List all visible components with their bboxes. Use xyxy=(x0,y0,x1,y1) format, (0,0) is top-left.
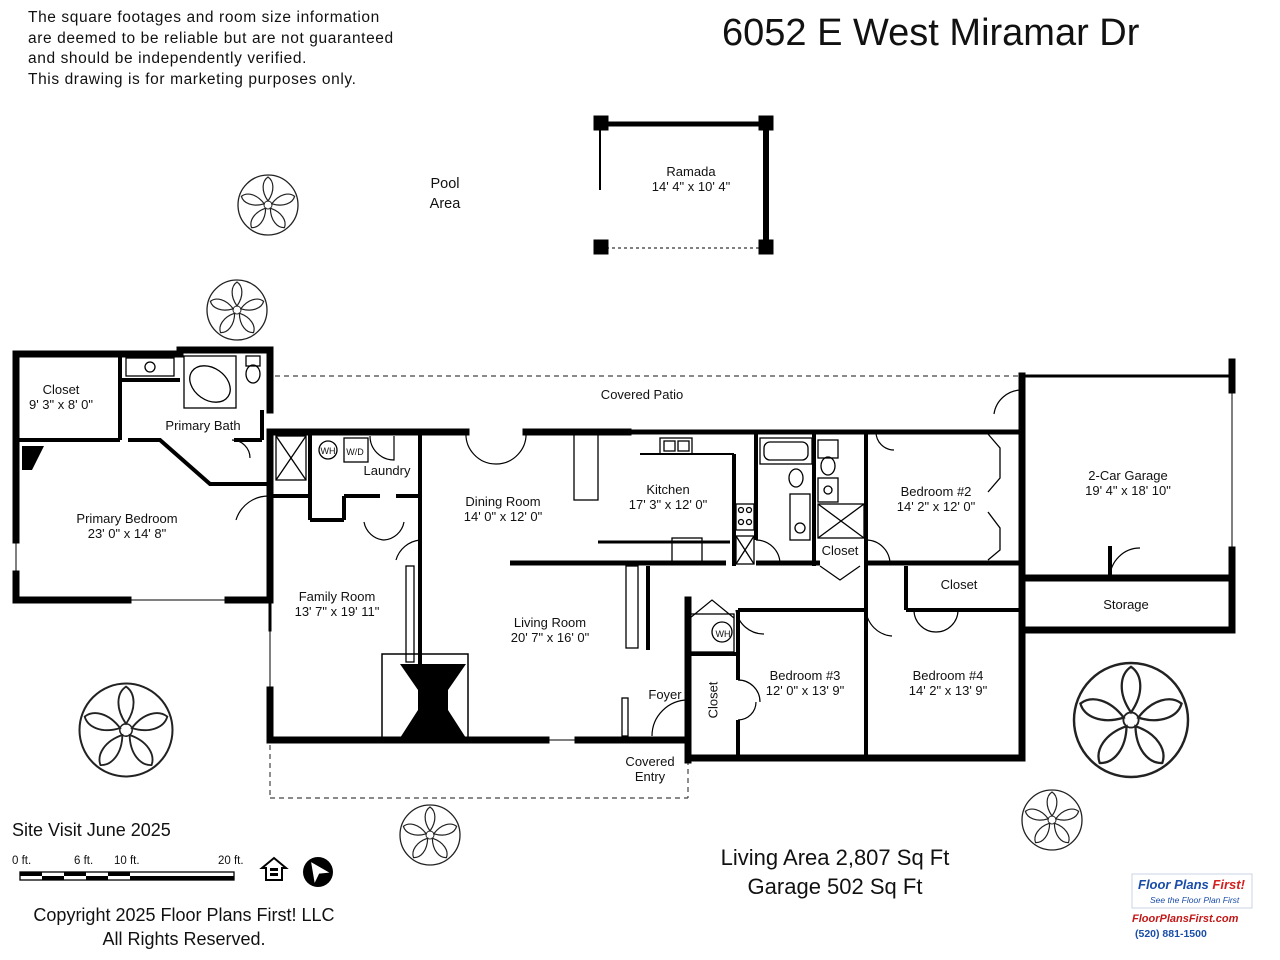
room-label-primary-bath: Primary Bath xyxy=(165,418,241,433)
scale-bar xyxy=(19,871,235,881)
room-label-laundry: Laundry xyxy=(363,463,411,478)
brand-url: FloorPlansFirst.com xyxy=(1132,913,1239,925)
scale-label: 20 ft. xyxy=(218,855,244,867)
label-washer-dryer: W/D xyxy=(346,447,364,457)
ramada xyxy=(593,115,774,255)
disclaimer-line: are deemed to be reliable but are not gu… xyxy=(28,29,394,47)
walls xyxy=(12,346,1236,764)
garage-area: Garage 502 Sq Ft xyxy=(747,874,923,899)
copyright: Copyright 2025 Floor Plans First! LLC Al… xyxy=(33,905,335,949)
scale-label: 6 ft. xyxy=(74,855,94,867)
door-swings xyxy=(231,389,1141,737)
area-summary: Living Area 2,807 Sq Ft Garage 502 Sq Ft xyxy=(710,843,960,901)
scale-label: 10 ft. xyxy=(114,855,140,867)
brand-logo: Floor Plans First! xyxy=(1138,877,1245,892)
tree-icon xyxy=(1021,789,1083,851)
tree-icon xyxy=(399,804,461,866)
disclaimer-line: and should be independently verified. xyxy=(28,50,308,67)
fireplace xyxy=(381,431,639,741)
room-label-closet-bedroom-4: Closet xyxy=(940,577,978,592)
property-address: 6052 E West Miramar Dr xyxy=(722,12,1140,54)
windows xyxy=(15,375,1233,741)
north-arrow-icon xyxy=(303,857,333,887)
room-label-storage: Storage xyxy=(1103,597,1149,612)
site-visit-date: Site Visit June 2025 xyxy=(12,820,171,840)
living-area: Living Area 2,807 Sq Ft xyxy=(720,845,950,870)
room-label-covered-patio: Covered Patio xyxy=(600,387,684,402)
disclaimer-line: This drawing is for marketing purposes o… xyxy=(28,70,357,88)
fixtures xyxy=(125,355,1001,653)
corner-fireplace xyxy=(22,446,44,470)
tree-icon xyxy=(1072,661,1190,779)
covered-entry-outline xyxy=(269,745,689,799)
label-water-heater-2: WH xyxy=(715,629,731,639)
disclaimer-line: The square footages and room size inform… xyxy=(28,9,380,26)
interior-walls xyxy=(16,354,1112,758)
room-label-closet-bedroom-3: Closet xyxy=(705,681,721,719)
brand-phone: (520) 881-1500 xyxy=(1135,928,1207,940)
scale-label: 0 ft. xyxy=(12,855,32,867)
tree-icon xyxy=(206,279,268,341)
disclaimer: The square footages and room size inform… xyxy=(28,8,408,90)
room-label-foyer: Foyer xyxy=(648,687,682,702)
room-label-closet-bath: Closet xyxy=(821,543,859,558)
brand-logo-box xyxy=(1131,873,1253,909)
tree-icon xyxy=(78,682,174,778)
tree-icon xyxy=(237,174,299,236)
label-water-heater: WH xyxy=(320,446,336,456)
equal-housing-icon xyxy=(259,856,289,881)
brand-tagline: See the Floor Plan First xyxy=(1150,895,1240,905)
